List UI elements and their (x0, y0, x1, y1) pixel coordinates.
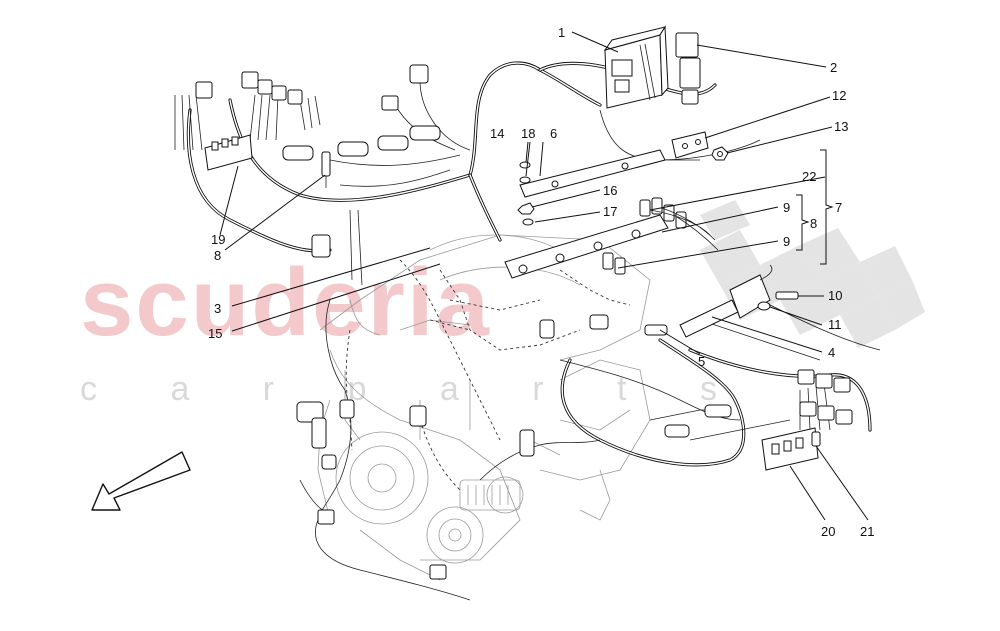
callout-4: 4 (828, 345, 835, 360)
sensor-assembly (679, 264, 799, 338)
callout-9a: 9 (783, 200, 790, 215)
callout-17: 17 (603, 204, 617, 219)
relay-connector (675, 32, 701, 105)
callout-18: 18 (521, 126, 535, 141)
watermark-tagline: c a r p a r t s (80, 370, 749, 408)
connector-block-right (761, 427, 821, 471)
callout-9b: 9 (783, 234, 790, 249)
callout-8b: 8 (214, 248, 221, 263)
ignition-connectors-right (664, 369, 853, 438)
callout-22: 22 (802, 169, 816, 184)
nut (711, 146, 729, 161)
callout-8a: 8 (810, 216, 817, 231)
callout-14: 14 (490, 126, 504, 141)
callout-20: 20 (821, 524, 835, 539)
callout-21: 21 (860, 524, 874, 539)
callout-7: 7 (835, 200, 842, 215)
arrow-icon (91, 451, 191, 511)
callout-1: 1 (558, 25, 565, 40)
ignition-connectors-left (195, 64, 441, 161)
fuel-rail (504, 214, 669, 279)
temperature-sensor (644, 324, 668, 336)
callout-13: 13 (834, 119, 848, 134)
connector-block-left (204, 134, 253, 171)
wires (174, 79, 881, 601)
callout-19: 19 (211, 232, 225, 247)
leader-lines (219, 31, 869, 521)
callout-10: 10 (828, 288, 842, 303)
left-sensors (296, 234, 609, 580)
hidden-wires (345, 259, 631, 491)
callout-11: 11 (828, 317, 842, 332)
injectors (602, 197, 719, 275)
mounting-bracket (671, 131, 709, 159)
callout-numbers: 1 2 12 13 14 18 6 16 17 22 7 9 8 9 10 11… (208, 25, 874, 539)
wiring-harness (186, 61, 872, 467)
callout-15: 15 (208, 326, 222, 341)
ecu-unit (603, 25, 669, 109)
injector-left (321, 151, 331, 188)
callout-16: 16 (603, 183, 617, 198)
callout-12: 12 (832, 88, 846, 103)
watermark-brand: scuderia (80, 249, 491, 356)
watermark: scuderia c a r p a r t s (80, 200, 925, 408)
callout-6: 6 (550, 126, 557, 141)
callout-5: 5 (698, 354, 705, 369)
fuel-rail-bracket (519, 149, 666, 198)
callout-3: 3 (214, 301, 221, 316)
callout-2: 2 (830, 60, 837, 75)
